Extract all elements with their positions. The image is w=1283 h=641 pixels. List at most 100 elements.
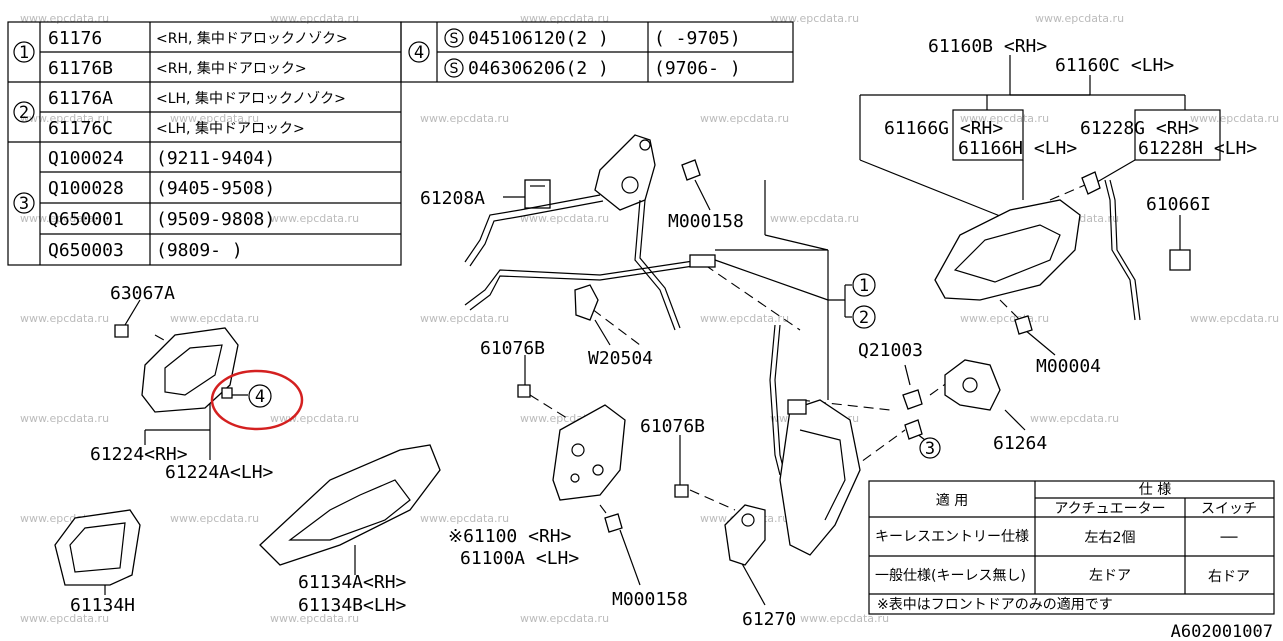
screw-63067A [114, 324, 129, 338]
screw-61076B [517, 384, 531, 398]
label-61066I: 61066I [1146, 194, 1211, 215]
bolt-M000158 [681, 159, 701, 181]
label-61076B: 61076B [640, 416, 705, 437]
screw-61076B [674, 484, 689, 498]
label-61076B: 61076B [480, 338, 545, 359]
variant-table-2: 4 S 045106120(2 ) ( -9705) S 046306206(2… [400, 21, 794, 83]
row-index-3: 3 [19, 194, 29, 214]
row-index-2: 2 [19, 103, 29, 123]
watermark: www.epcdata.ru [170, 512, 259, 525]
part-spec: (9211-9404) [156, 148, 275, 169]
latch-lock-mechanism [594, 134, 656, 211]
watermark: www.epcdata.ru [700, 312, 789, 325]
watermarks: www.epcdata.ru www.epcdata.ru www.epcdat… [20, 12, 1279, 625]
s-mark: S [450, 61, 459, 77]
label-61166G: 61166G <RH> [884, 118, 1003, 139]
label-61160B: 61160B <RH> [928, 36, 1047, 57]
part-spec: (9809- ) [156, 240, 243, 261]
label-M000158: M000158 [668, 211, 744, 232]
row-app: 一般仕様(キーレス無し) [875, 568, 1026, 584]
clip-W20504 [574, 284, 599, 321]
label-61228H: 61228H <LH> [1138, 138, 1257, 159]
watermark: www.epcdata.ru [270, 612, 359, 625]
watermark: www.epcdata.ru [520, 12, 609, 25]
callout-4: 4 [255, 387, 265, 407]
watermark: www.epcdata.ru [1190, 112, 1279, 125]
latch-link [787, 399, 807, 415]
label-61100A: 61100A <LH> [460, 548, 579, 569]
part-spec: (9509-9808) [156, 209, 275, 230]
part-number: 61176A [48, 88, 113, 109]
col-application: 適 用 [936, 492, 968, 509]
label-M000158: M000158 [612, 589, 688, 610]
part-number: Q100024 [48, 148, 124, 169]
watermark: www.epcdata.ru [770, 12, 859, 25]
watermark: www.epcdata.ru [20, 112, 109, 125]
table-note: ※表中はフロントドアのみの適用です [877, 596, 1113, 613]
label-Q21003: Q21003 [858, 340, 923, 361]
watermark: www.epcdata.ru [270, 412, 359, 425]
part-number: Q650003 [48, 240, 124, 261]
outer-door-handle-61160 [934, 199, 1081, 301]
watermark: www.epcdata.ru [20, 612, 109, 625]
part-spec: <LH, 集中ドアロック> [156, 120, 305, 137]
watermark: www.epcdata.ru [770, 212, 859, 225]
handle-clip [1081, 171, 1101, 195]
drawing-code: A602001007 [1171, 622, 1273, 641]
part-number: 61176B [48, 58, 113, 79]
watermark: www.epcdata.ru [170, 112, 259, 125]
striker-61264 [944, 359, 1001, 411]
watermark: www.epcdata.ru [960, 112, 1049, 125]
watermark: www.epcdata.ru [1030, 412, 1119, 425]
rod-holder [689, 254, 716, 268]
s-mark: S [450, 31, 459, 47]
part-number: 046306206(2 ) [468, 58, 609, 79]
highlight-circle [210, 369, 304, 431]
row-actuator: 左右2個 [1085, 530, 1136, 546]
bolt-M000158 [604, 513, 623, 533]
watermark: www.epcdata.ru [270, 212, 359, 225]
callout-2: 2 [859, 308, 869, 328]
label-61270: 61270 [742, 609, 796, 630]
row-switch: 右ドア [1208, 569, 1250, 585]
watermark: www.epcdata.ru [170, 312, 259, 325]
watermark: www.epcdata.ru [960, 312, 1049, 325]
part-spec: <LH, 集中ドアロックノゾク> [156, 90, 346, 107]
label-61228G: 61228G <RH> [1080, 118, 1199, 139]
row-index-1: 1 [19, 43, 29, 63]
spec-table: 適 用 仕 様 アクチュエーター スイッチ キーレスエントリー仕様 左右2個 ─… [868, 480, 1275, 615]
row-app: キーレスエントリー仕様 [875, 529, 1029, 545]
label-61134H: 61134H [70, 595, 135, 616]
label-61224: 61224<RH> [90, 444, 188, 465]
watermark: www.epcdata.ru [420, 512, 509, 525]
bolt-q [904, 419, 923, 440]
part-number: 045106120(2 ) [468, 28, 609, 49]
row-switch: ── [1220, 530, 1238, 546]
label-61166H: 61166H <LH> [958, 138, 1077, 159]
part-number: Q650001 [48, 209, 124, 230]
callout-1: 1 [859, 276, 869, 296]
watermark: www.epcdata.ru [520, 612, 609, 625]
bolt-M00004 [1014, 315, 1033, 335]
part-sketches [54, 134, 1191, 586]
row-actuator: 左ドア [1089, 568, 1131, 584]
watermark: www.epcdata.ru [800, 612, 889, 625]
row-index-4: 4 [414, 43, 424, 63]
variant-table-1: 1 2 3 61176 <RH, 集中ドアロックノゾク> 61176B <RH,… [7, 21, 402, 266]
part-spec: <RH, 集中ドアロックノゾク> [156, 30, 348, 47]
col-actuator: アクチュエーター [1054, 501, 1165, 517]
callout-3: 3 [925, 439, 935, 459]
part-spec: (9405-9508) [156, 178, 275, 199]
inner-door-handle-61224 [141, 327, 239, 413]
date-range: ( -9705) [654, 28, 741, 49]
label-61134B: 61134B<LH> [298, 595, 407, 616]
watermark: www.epcdata.ru [1035, 12, 1124, 25]
label-61264: 61264 [993, 433, 1047, 454]
part-number: 61176 [48, 28, 102, 49]
actuator-61270 [724, 504, 766, 566]
leader-lines [104, 55, 1221, 606]
label-61160C: 61160C <LH> [1055, 55, 1174, 76]
handle-bezel-61134A [259, 444, 441, 566]
part-spec: <RH, 集中ドアロック> [156, 60, 307, 77]
